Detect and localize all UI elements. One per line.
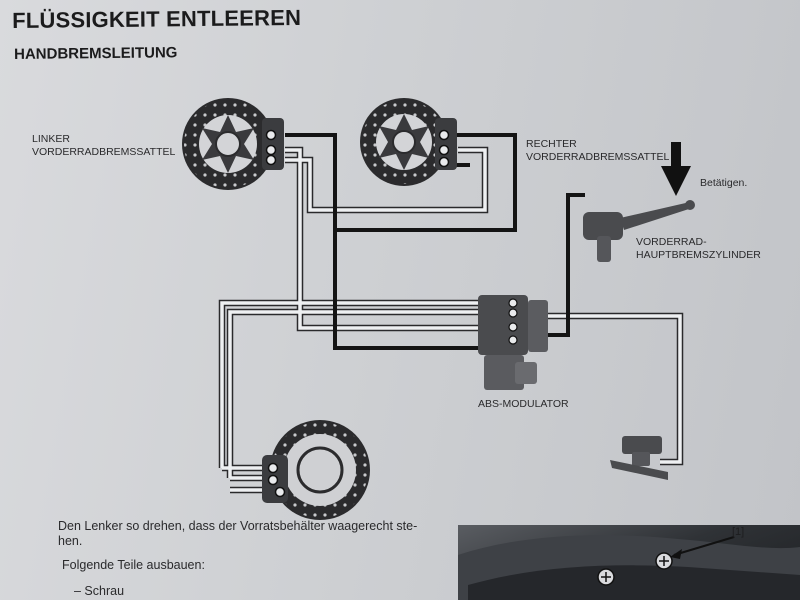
master-cylinder: [583, 200, 695, 262]
left-caliper-label: LINKER VORDERRADBREMSSATTEL: [32, 133, 176, 158]
rear-master-cylinder: [610, 436, 668, 480]
callout-arrow-icon: [670, 536, 735, 559]
left-brake-disc: [182, 98, 274, 190]
callout-reference: [1]: [732, 526, 745, 538]
instruction-line-2: hen.: [58, 534, 83, 548]
rear-brake-disc: [270, 420, 370, 520]
screw-icon: [655, 552, 673, 570]
instruction-line-3: Folgende Teile ausbauen:: [62, 558, 205, 572]
rear-caliper: [262, 455, 288, 503]
screw-icon: [597, 568, 615, 586]
right-brake-disc: [360, 98, 448, 186]
actuate-label: Betätigen.: [700, 177, 748, 189]
right-caliper-label: RECHTER VORDERRADBREMSSATTEL: [526, 138, 670, 163]
detail-photo: [458, 525, 800, 600]
instruction-line-1: Den Lenker so drehen, dass der Vorratsbe…: [58, 519, 418, 533]
actuate-arrow-icon: [661, 142, 691, 196]
abs-modulator-label: ABS-MODULATOR: [478, 398, 569, 410]
instruction-line-4: – Schrau: [74, 584, 125, 598]
left-caliper: [262, 118, 284, 170]
right-caliper: [435, 118, 457, 170]
master-cylinder-label: VORDERRAD- HAUPTBREMSZYLINDER: [636, 236, 761, 261]
abs-modulator: [478, 295, 548, 390]
